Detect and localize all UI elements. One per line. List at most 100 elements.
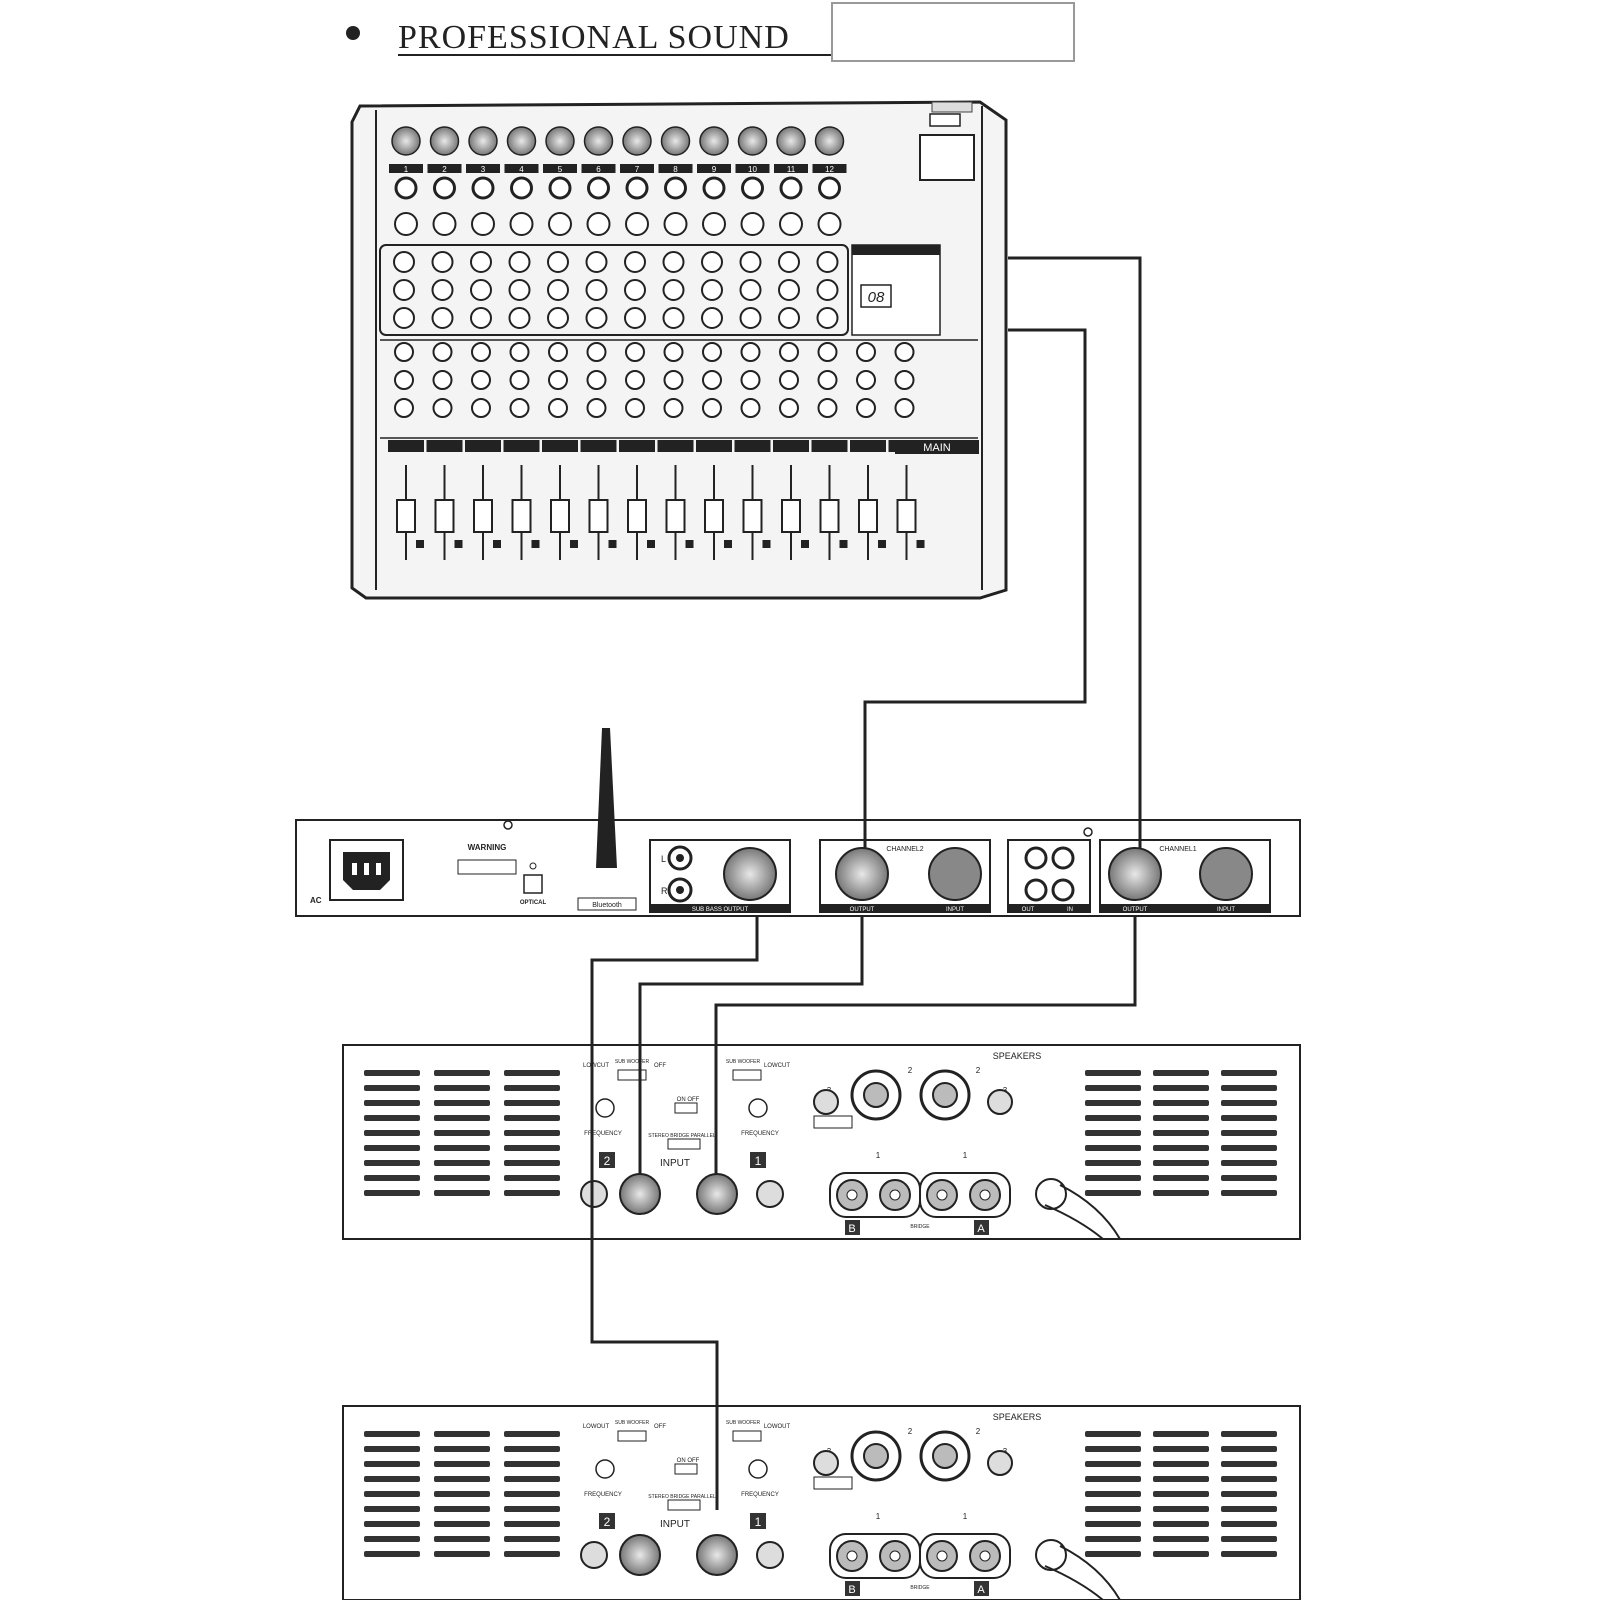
l-label: L (661, 854, 666, 864)
eq-knob (816, 307, 839, 329)
vent-slots (1085, 1431, 1141, 1557)
amp-label-pin2: 2 (908, 1066, 913, 1075)
aux-knob (894, 398, 915, 418)
mute-button (916, 540, 925, 548)
effects-display (860, 284, 892, 308)
mixer-channel-strip: 10 (734, 126, 771, 560)
vent-slots (1153, 1431, 1209, 1557)
channel1-output-xlr (1108, 847, 1162, 901)
bullet-icon (346, 26, 360, 40)
aux-knob (586, 370, 607, 390)
channel-2-number: 2 (604, 1154, 611, 1168)
amp-label-lowcut-right: LOWOUT (764, 1424, 791, 1430)
power-cord-inlet (1035, 1539, 1067, 1571)
channel-button-bar (619, 440, 655, 452)
eq-knob (739, 307, 762, 329)
mute-button (685, 540, 694, 548)
channel-number-bar (389, 164, 423, 173)
frequency-knob (595, 1459, 615, 1479)
channel-number-bar (735, 164, 770, 173)
antenna (596, 728, 617, 868)
mixer-channel-strip: 5 (542, 126, 578, 560)
trs-jack (580, 1541, 608, 1569)
channel-number: 11 (787, 165, 796, 174)
amp-label-pin1: 1 (876, 1512, 881, 1521)
amp-label-lowcut-right: LOWCUT (764, 1063, 790, 1069)
gain-knob (702, 212, 726, 236)
line-jack (548, 176, 572, 200)
amp-label-bridge-label: BRIDGE (910, 1224, 930, 1230)
mode-switch (667, 1499, 701, 1511)
vent-slots (1221, 1070, 1277, 1196)
amp-label-lowcut-left: LOWCUT (583, 1063, 609, 1069)
mixer-channel-strip: 8 (657, 126, 694, 560)
xlr-input-2 (619, 1534, 661, 1576)
mute-button (493, 540, 501, 548)
rca-jack (1051, 878, 1075, 902)
mic-xlr-input (776, 126, 806, 156)
channel-number: 4 (519, 165, 524, 174)
fader-cap (704, 499, 724, 533)
channel-button-bar (811, 440, 848, 452)
cable-ch1-to-amp1 (714, 916, 1137, 1175)
aux-knob (740, 342, 761, 362)
eq-knob (624, 307, 646, 329)
amp-label-on-off: ON OFF (677, 1458, 700, 1464)
gain-knob (471, 212, 495, 236)
vent-slots (504, 1431, 560, 1557)
mute-button (416, 540, 424, 548)
aux-knob (432, 342, 453, 362)
mute-button (570, 540, 578, 548)
vent-slots (434, 1070, 490, 1196)
vent-slots (1085, 1070, 1141, 1196)
rca-jack (1024, 846, 1048, 870)
mixer-channel-strip: 1 (388, 126, 424, 560)
eq-knob (393, 251, 415, 273)
vent-slots (364, 1070, 420, 1196)
vent-slots (1153, 1070, 1209, 1196)
amp-label-pin2: 2 (976, 1427, 981, 1436)
sub-woofer-switch (732, 1430, 762, 1442)
eq-knob (662, 307, 685, 329)
channel-b-box (845, 1581, 860, 1596)
channel-button-bar (388, 440, 424, 452)
cables (590, 256, 1142, 1510)
aux-knob (432, 370, 453, 390)
amp-label-bridge-label: BRIDGE (910, 1585, 930, 1591)
amplifier-chassis (342, 1405, 1301, 1600)
channel-number-bar (658, 164, 693, 173)
amp-label-sub-woofer: SUB WOOFER (615, 1420, 650, 1426)
rca-jack (1024, 878, 1048, 902)
fader-cap (819, 499, 840, 533)
fader-cap (627, 499, 647, 533)
aux-knob (856, 370, 876, 390)
aux-knob (779, 398, 799, 418)
xlr-input-2 (619, 1173, 661, 1215)
line-jack (625, 176, 649, 200)
amp-label-input-label: INPUT (660, 1519, 690, 1530)
mic-xlr-input (545, 126, 575, 156)
channel2-label: CHANNEL2 (886, 846, 923, 853)
trs-jack (813, 1450, 839, 1476)
channel1-output-label: OUTPUT (1123, 907, 1148, 913)
mode-switch (667, 1138, 701, 1150)
channel-button-bar (465, 440, 501, 452)
eq-knob (470, 279, 492, 301)
mute-button (762, 540, 771, 548)
optical-label: OPTICAL (520, 900, 547, 906)
aux-knob (779, 370, 799, 390)
trs-jack (756, 1180, 784, 1208)
eq-knob (547, 279, 569, 301)
trs-jack (987, 1089, 1013, 1115)
frequency-knob (595, 1098, 615, 1118)
aux-knob (548, 370, 568, 390)
sub-output-xlr-jack (723, 847, 777, 901)
channel-number-bar (504, 164, 539, 173)
eq-knob (547, 307, 569, 329)
aux-knob (702, 370, 722, 390)
aux-knob (702, 398, 722, 418)
channel2-output-xlr (835, 847, 889, 901)
channel-number: 7 (635, 165, 640, 174)
